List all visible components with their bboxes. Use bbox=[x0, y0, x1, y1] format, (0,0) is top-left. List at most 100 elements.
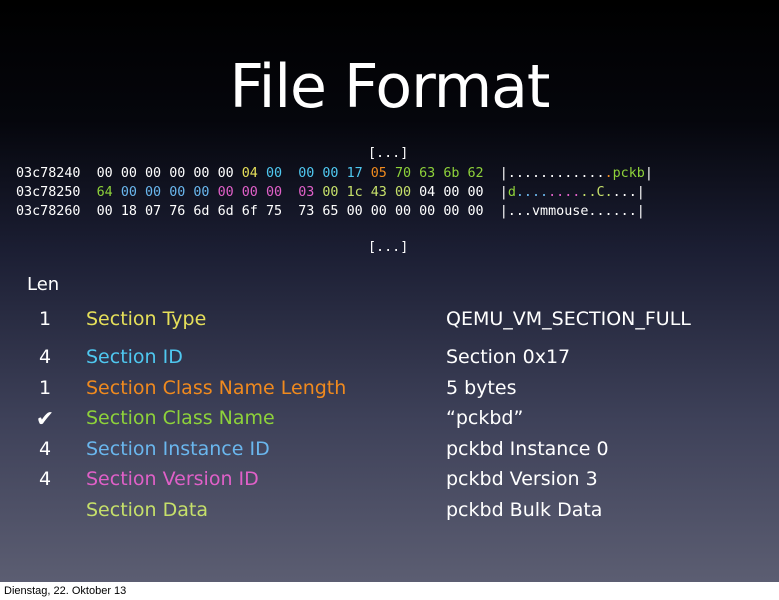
hex-ascii: . bbox=[604, 185, 613, 200]
hex-dump: 03c78240 00 00 00 00 00 00 04 00 00 00 1… bbox=[16, 164, 653, 221]
hex-byte: 05 bbox=[370, 166, 387, 181]
hex-byte: 70 bbox=[394, 166, 412, 181]
field-row: 1 Section Class Name Length 5 bytes bbox=[0, 377, 779, 407]
hex-address: 03c78250 bbox=[16, 185, 81, 200]
hex-byte: 00 bbox=[322, 166, 339, 181]
field-name: Section Version ID bbox=[86, 468, 259, 490]
slide-title: File Format bbox=[229, 52, 551, 122]
hex-byte: 00 bbox=[96, 166, 113, 181]
hex-byte: 00 bbox=[394, 204, 412, 219]
len-column-header: Len bbox=[27, 274, 60, 295]
hex-byte: 07 bbox=[145, 204, 162, 219]
hex-byte: 00 bbox=[322, 185, 339, 200]
hex-byte: 00 bbox=[419, 204, 436, 219]
field-row: 4 Section ID Section 0x17 bbox=[0, 346, 779, 376]
hex-byte: 18 bbox=[120, 204, 137, 219]
checkmark-icon: ✔ bbox=[35, 407, 55, 432]
field-length: 4 bbox=[38, 438, 52, 460]
footer-date: Dienstag, 22. Oktober 13 bbox=[0, 582, 779, 600]
hex-byte: 00 bbox=[193, 166, 210, 181]
field-name: Section Class Name bbox=[86, 407, 275, 429]
hex-byte: 00 bbox=[443, 185, 460, 200]
field-row: Section Data pckbd Bulk Data bbox=[0, 499, 779, 529]
hex-byte: 75 bbox=[265, 204, 283, 219]
hex-byte: 00 bbox=[96, 204, 113, 219]
hex-byte: 00 bbox=[346, 204, 363, 219]
hex-row: 03c78250 64 00 00 00 00 00 00 00 03 00 1… bbox=[16, 183, 653, 202]
hex-byte: 00 bbox=[467, 204, 484, 219]
hex-byte: 00 bbox=[265, 185, 283, 200]
hex-address: 03c78240 bbox=[16, 166, 81, 181]
hex-byte: 6b bbox=[443, 166, 460, 181]
field-name: Section Class Name Length bbox=[86, 377, 347, 399]
hex-byte: 00 bbox=[394, 185, 412, 200]
hex-byte: 65 bbox=[322, 204, 339, 219]
hex-byte: 64 bbox=[96, 185, 113, 200]
field-value: Section 0x17 bbox=[446, 346, 571, 368]
field-name: Section Type bbox=[86, 308, 207, 330]
hex-byte: 63 bbox=[419, 166, 436, 181]
field-value: “pckbd” bbox=[446, 407, 524, 429]
field-length: 4 bbox=[38, 346, 52, 368]
hex-byte: 00 bbox=[169, 185, 186, 200]
field-value: 5 bytes bbox=[446, 377, 517, 399]
hex-ascii: .... bbox=[515, 185, 549, 200]
field-value: QEMU_VM_SECTION_FULL bbox=[446, 308, 691, 330]
hex-ascii: .... bbox=[548, 185, 581, 200]
hex-byte: 03 bbox=[298, 185, 315, 200]
hex-ascii: . bbox=[588, 185, 597, 200]
hex-ascii: . bbox=[604, 166, 613, 181]
hex-ascii: C bbox=[596, 185, 605, 200]
hex-row: 03c78240 00 00 00 00 00 00 04 00 00 00 1… bbox=[16, 164, 653, 183]
hex-byte: 1c bbox=[346, 185, 363, 200]
field-length: 1 bbox=[38, 377, 52, 399]
hex-byte: 17 bbox=[346, 166, 363, 181]
field-length: 1 bbox=[38, 308, 52, 330]
field-value: pckbd Instance 0 bbox=[446, 438, 609, 460]
hex-byte: 04 bbox=[241, 166, 258, 181]
hex-ellipsis-top: [...] bbox=[368, 146, 409, 161]
hex-byte: 00 bbox=[467, 185, 484, 200]
hex-byte: 62 bbox=[467, 166, 484, 181]
hex-ascii: ...| bbox=[612, 185, 645, 200]
hex-ascii: d bbox=[507, 185, 516, 200]
hex-ellipsis-bottom: [...] bbox=[368, 240, 409, 255]
field-value: pckbd Bulk Data bbox=[446, 499, 603, 521]
hex-ascii: |...vmmouse......| bbox=[499, 204, 645, 219]
hex-ascii: | bbox=[644, 166, 653, 181]
hex-byte: 6f bbox=[241, 204, 258, 219]
hex-byte: 00 bbox=[169, 166, 186, 181]
field-row: 1 Section Type QEMU_VM_SECTION_FULL bbox=[0, 308, 779, 338]
hex-byte: 43 bbox=[370, 185, 387, 200]
field-length: 4 bbox=[38, 468, 52, 490]
field-row: ✔ Section Class Name “pckbd” bbox=[0, 407, 779, 437]
hex-ascii: |............ bbox=[499, 166, 605, 181]
hex-byte: 00 bbox=[120, 185, 137, 200]
hex-byte: 00 bbox=[265, 166, 283, 181]
hex-byte: 6d bbox=[193, 204, 210, 219]
hex-byte: 00 bbox=[193, 185, 210, 200]
hex-byte: 00 bbox=[241, 185, 258, 200]
hex-byte: 00 bbox=[145, 185, 162, 200]
hex-byte: 00 bbox=[298, 166, 315, 181]
hex-ascii: . bbox=[580, 185, 589, 200]
field-row: 4 Section Version ID pckbd Version 3 bbox=[0, 468, 779, 498]
field-name: Section Instance ID bbox=[86, 438, 270, 460]
hex-address: 03c78260 bbox=[16, 204, 81, 219]
field-value: pckbd Version 3 bbox=[446, 468, 598, 490]
hex-byte: 00 bbox=[120, 166, 137, 181]
hex-ascii: | bbox=[499, 185, 508, 200]
field-row: 4 Section Instance ID pckbd Instance 0 bbox=[0, 438, 779, 468]
hex-ascii: pckb bbox=[612, 166, 645, 181]
hex-byte: 00 bbox=[443, 204, 460, 219]
hex-byte: 00 bbox=[370, 204, 387, 219]
hex-byte: 00 bbox=[217, 185, 234, 200]
hex-byte: 6d bbox=[217, 204, 234, 219]
field-name: Section Data bbox=[86, 499, 208, 521]
field-name: Section ID bbox=[86, 346, 183, 368]
hex-row: 03c78260 00 18 07 76 6d 6d 6f 75 73 65 0… bbox=[16, 202, 653, 221]
hex-byte: 00 bbox=[217, 166, 234, 181]
hex-byte: 73 bbox=[298, 204, 315, 219]
hex-byte: 76 bbox=[169, 204, 186, 219]
hex-byte: 00 bbox=[145, 166, 162, 181]
